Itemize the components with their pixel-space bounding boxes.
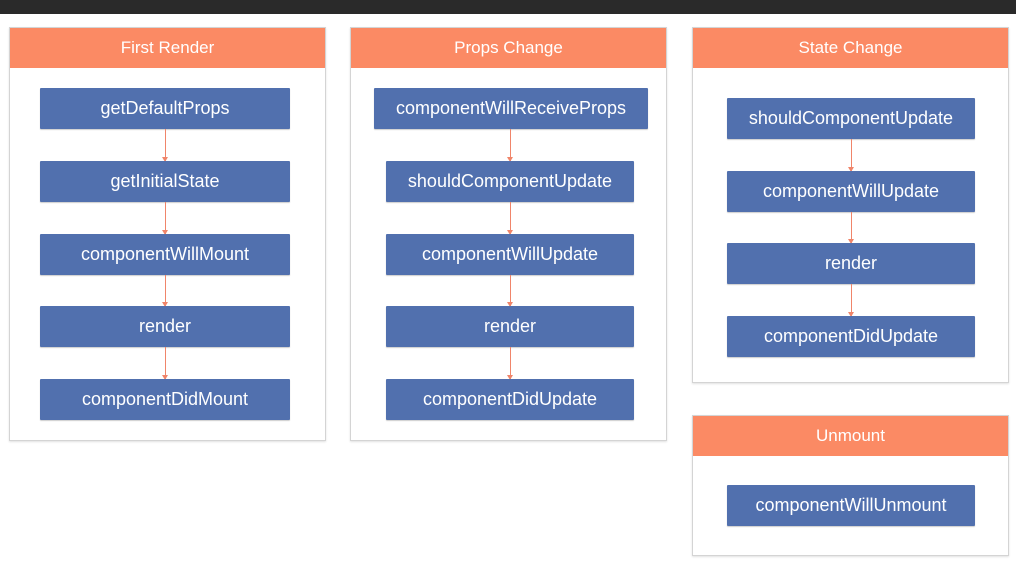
method-component-will-mount: componentWillMount (40, 234, 290, 275)
panel-title-first-render: First Render (120, 38, 215, 57)
flow-arrow (162, 129, 168, 162)
flow-arrow (162, 202, 168, 235)
panel-header-props-change: Props Change (351, 28, 666, 68)
method-render: render (40, 306, 290, 347)
flow-arrow (848, 284, 854, 317)
panel-title-props-change: Props Change (454, 38, 563, 57)
panel-header-first-render: First Render (10, 28, 325, 68)
panel-props-change: Props Change componentWillReceiveProps s… (350, 27, 667, 441)
method-should-component-update: shouldComponentUpdate (386, 161, 634, 202)
panel-title-state-change: State Change (798, 38, 903, 57)
flow-arrow (507, 202, 513, 235)
flow-arrow (848, 139, 854, 172)
method-render: render (727, 243, 975, 284)
method-render: render (386, 306, 634, 347)
top-bar (0, 0, 1016, 14)
flow-arrow (507, 129, 513, 162)
method-component-did-update: componentDidUpdate (727, 316, 975, 357)
method-component-will-receive-props: componentWillReceiveProps (374, 88, 648, 129)
method-component-will-unmount: componentWillUnmount (727, 485, 975, 526)
method-get-default-props: getDefaultProps (40, 88, 290, 129)
method-component-did-update: componentDidUpdate (386, 379, 634, 420)
panel-title-unmount: Unmount (816, 426, 885, 445)
flow-arrow (162, 275, 168, 307)
panel-first-render: First Render getDefaultProps getInitialS… (9, 27, 326, 441)
method-component-will-update: componentWillUpdate (386, 234, 634, 275)
method-component-did-mount: componentDidMount (40, 379, 290, 420)
panel-state-change: State Change shouldComponentUpdate compo… (692, 27, 1009, 383)
method-should-component-update: shouldComponentUpdate (727, 98, 975, 139)
flow-arrow (848, 212, 854, 244)
panel-header-unmount: Unmount (693, 416, 1008, 456)
panel-unmount: Unmount componentWillUnmount (692, 415, 1009, 556)
flow-arrow (507, 275, 513, 307)
flow-arrow (162, 347, 168, 380)
panel-header-state-change: State Change (693, 28, 1008, 68)
method-component-will-update: componentWillUpdate (727, 171, 975, 212)
method-get-initial-state: getInitialState (40, 161, 290, 202)
flow-arrow (507, 347, 513, 380)
